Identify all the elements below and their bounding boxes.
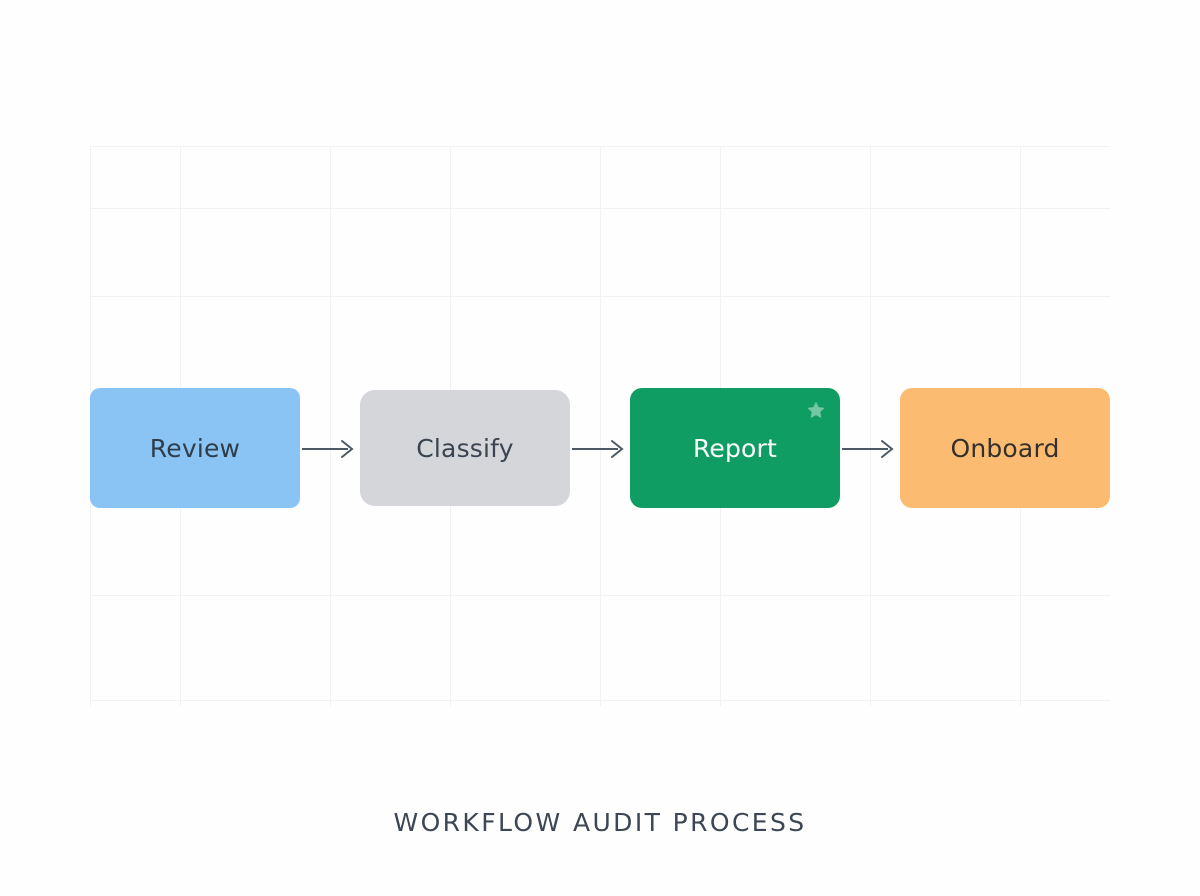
connector-review-to-classify <box>300 436 360 462</box>
process-node-onboard[interactable]: Onboard <box>900 388 1110 508</box>
star-icon <box>806 400 826 420</box>
process-node-label: Classify <box>416 433 514 463</box>
process-node-label: Onboard <box>950 433 1060 463</box>
process-node-label: Report <box>692 433 778 463</box>
connector-classify-to-report <box>570 436 630 462</box>
process-node-label: Review <box>149 433 241 463</box>
process-node-report[interactable]: Report <box>630 388 840 508</box>
process-node-review[interactable]: Review <box>90 388 300 508</box>
diagram-caption: WORKFLOW AUDIT PROCESS <box>393 808 807 837</box>
connector-report-to-onboard <box>840 436 900 462</box>
process-node-classify[interactable]: Classify <box>360 390 570 506</box>
